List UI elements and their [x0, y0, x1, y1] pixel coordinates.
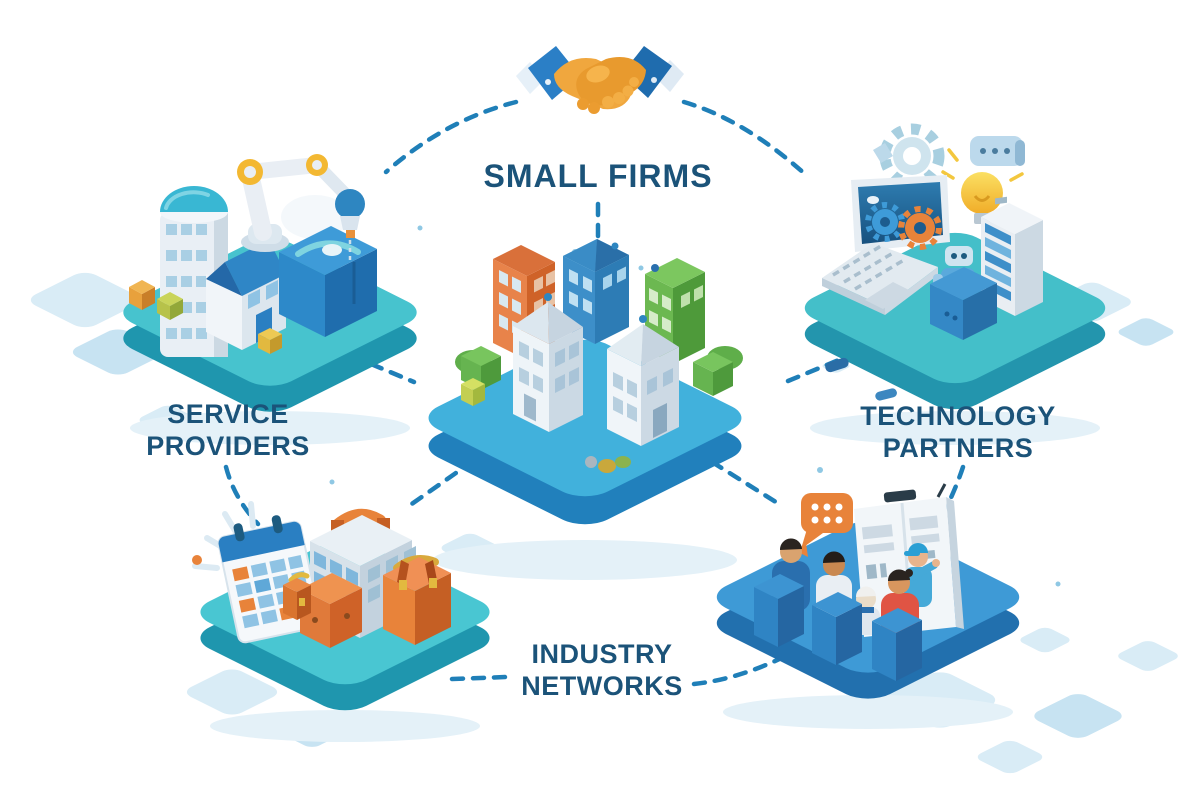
tech-platform	[804, 123, 1106, 410]
tech-box	[825, 267, 997, 401]
house-icon	[206, 240, 286, 350]
factory-box-icon	[279, 226, 377, 337]
meeting-platform	[716, 483, 1020, 699]
person-presenter	[904, 543, 940, 607]
gear-icon	[873, 123, 945, 189]
speech-bubble-icon	[801, 493, 853, 549]
industry-networks-label: INDUSTRY NETWORKS	[521, 639, 683, 701]
crates	[129, 280, 282, 354]
city-buildings-icon	[455, 239, 743, 473]
chat-device-icon	[970, 136, 1025, 166]
factory-platform	[123, 154, 417, 412]
chairs-icon	[754, 574, 922, 681]
technology-partners-label: TECHNOLOGY PARTNERS	[860, 401, 1056, 463]
platform-shadows	[130, 411, 1100, 742]
suitcase-icon	[383, 555, 451, 645]
office-platform	[192, 501, 490, 711]
small-firms-label: SMALL FIRMS	[483, 158, 713, 194]
briefcase-icon	[300, 573, 362, 648]
starburst	[192, 501, 256, 571]
service-providers-label: SERVICE PROVIDERS	[146, 399, 310, 461]
robot-arm-icon	[237, 154, 365, 260]
city-platform	[428, 239, 743, 525]
calendar-icon	[217, 515, 322, 644]
laptop-icon	[822, 175, 950, 315]
handshake-icon	[516, 46, 684, 114]
satchel-icon	[283, 572, 311, 620]
